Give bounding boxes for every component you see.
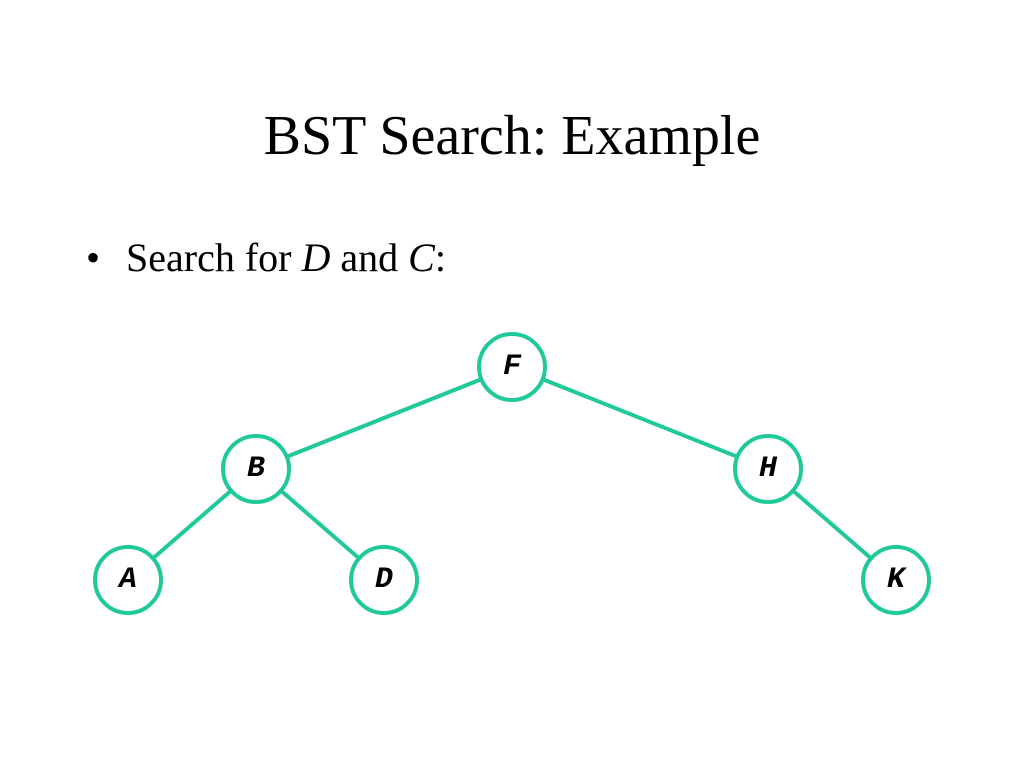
- edge-F-B: [255, 365, 513, 471]
- edge-F-H: [511, 365, 769, 471]
- bullet-prefix: Search for: [126, 235, 302, 280]
- node-label-F: F: [503, 350, 522, 384]
- node-F: F: [477, 332, 547, 402]
- bullet-suffix: :: [434, 235, 446, 280]
- node-A: A: [93, 545, 163, 615]
- bullet-item: • Search for D and C:: [86, 232, 446, 284]
- node-circle-H: [733, 434, 803, 504]
- node-label-D: D: [375, 563, 393, 597]
- node-circle-A: [93, 545, 163, 615]
- slide-title: BST Search: Example: [263, 105, 761, 167]
- node-circle-D: [349, 545, 419, 615]
- node-H: H: [733, 434, 803, 504]
- node-D: D: [349, 545, 419, 615]
- node-label-K: K: [887, 563, 908, 597]
- bullet-marker: •: [86, 235, 101, 280]
- bullet-key-d: D: [301, 235, 331, 280]
- bullet-middle: and: [330, 235, 409, 280]
- node-circle-B: [221, 434, 291, 504]
- node-B: B: [221, 434, 291, 504]
- node-label-B: B: [247, 452, 265, 486]
- node-circle-K: [861, 545, 931, 615]
- node-label-A: A: [117, 563, 137, 597]
- node-circle-F: [477, 332, 547, 402]
- tree-nodes: F B H A D K: [93, 332, 931, 615]
- node-label-H: H: [759, 452, 778, 486]
- bullet-key-c: C: [408, 235, 435, 280]
- node-K: K: [861, 545, 931, 615]
